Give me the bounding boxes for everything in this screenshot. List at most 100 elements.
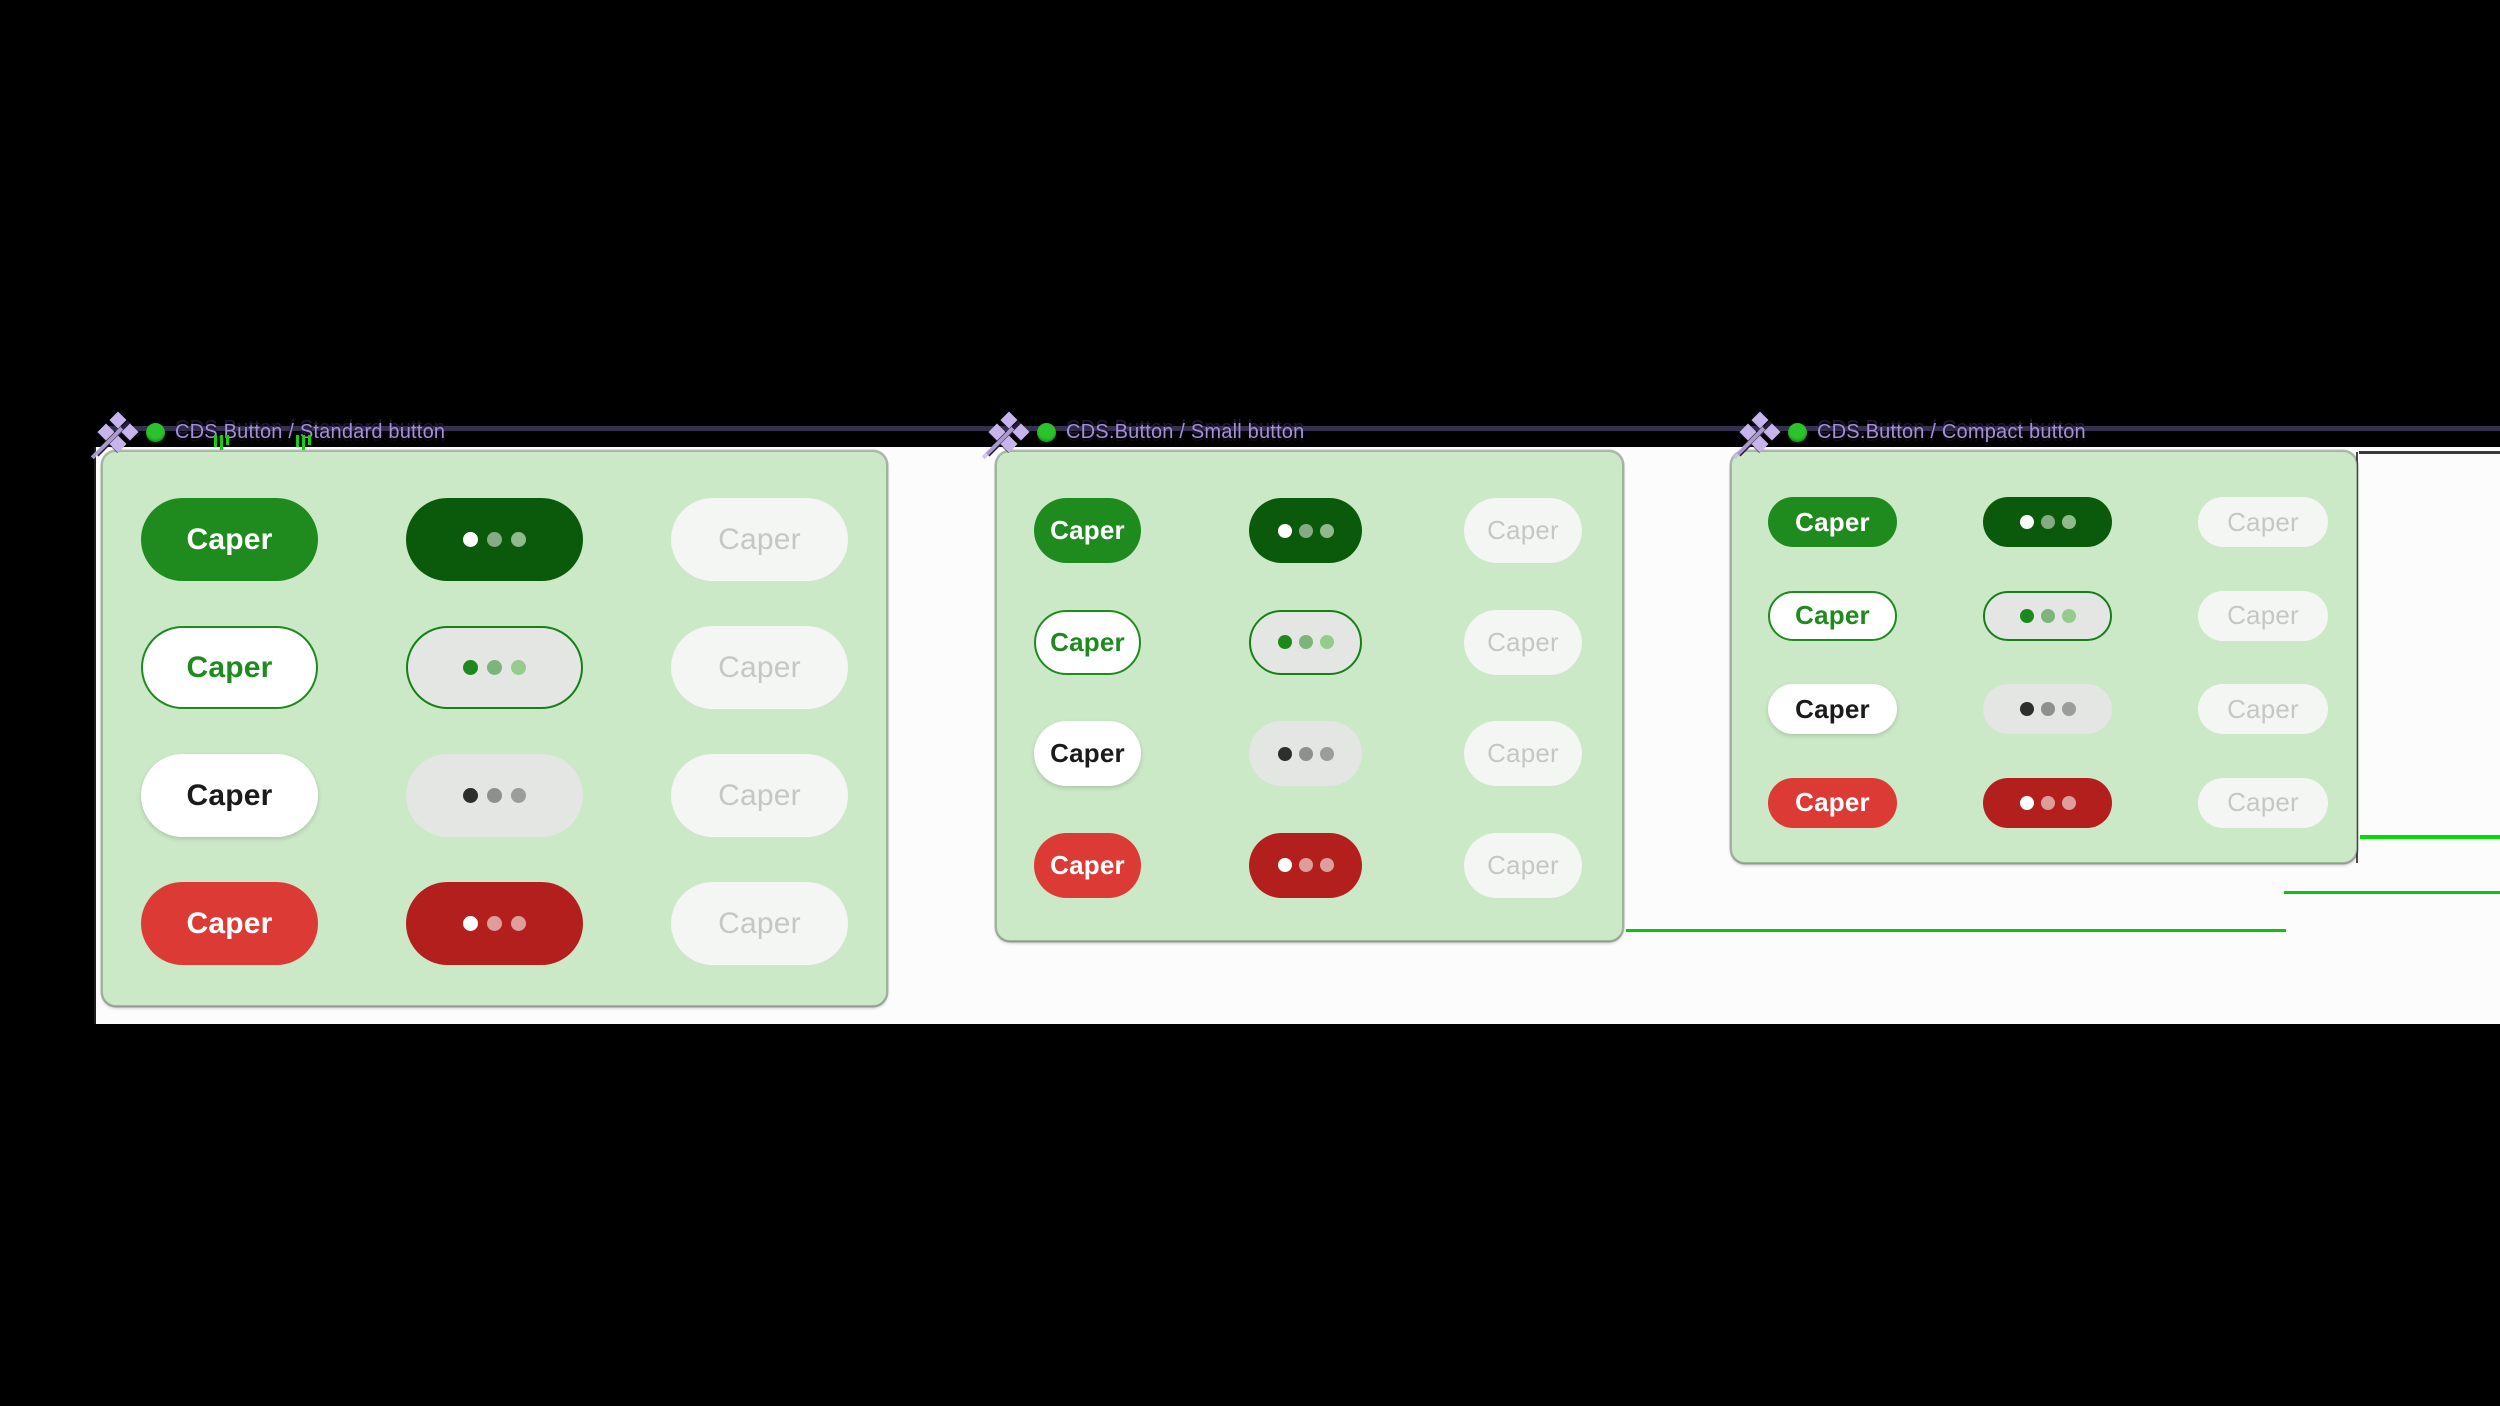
compact-destructive-disabled-button[interactable]: Caper (2198, 777, 2328, 828)
small-tertiary-loading-button[interactable] (1249, 721, 1362, 787)
standard-destructive-default-button[interactable]: Caper (141, 882, 318, 965)
frame-title-label: CDS.Button / Compact button (1817, 420, 2086, 443)
loading-dot (2019, 515, 2034, 529)
loading-dot (463, 916, 478, 931)
loading-dot (1277, 858, 1292, 873)
loading-dot (1277, 523, 1292, 538)
small-tertiary-default-button[interactable]: Caper (1034, 721, 1141, 787)
standard-tertiary-disabled-button[interactable]: Caper (671, 754, 848, 837)
loading-dot (1319, 523, 1334, 538)
compact-secondary-disabled-button[interactable]: Caper (2198, 590, 2328, 641)
loading-dot (2040, 702, 2055, 717)
standard-tertiary-default-button[interactable]: Caper (141, 754, 318, 837)
loading-dot (487, 532, 502, 547)
standard-destructive-disabled-button[interactable]: Caper (671, 882, 848, 965)
small-destructive-default-button[interactable]: Caper (1034, 832, 1141, 898)
component-diamond-icon (1739, 411, 1781, 453)
loading-dot (463, 788, 478, 803)
loading-dot (1298, 523, 1313, 538)
loading-dot (2061, 608, 2076, 623)
loading-dot (511, 788, 526, 803)
loading-dot (1319, 746, 1334, 761)
frame-title-small[interactable]: CDS.Button / Small button (988, 411, 1305, 453)
loading-dot (511, 532, 526, 547)
loading-dot (1277, 746, 1292, 761)
right-frame-left-edge (2356, 452, 2358, 863)
frame-title-label: CDS.Button / Small button (1066, 420, 1305, 443)
loading-dot (1319, 635, 1334, 650)
loading-dot (2019, 795, 2034, 810)
green-status-dot (1037, 422, 1056, 442)
loading-dot (1298, 858, 1313, 873)
loading-dot (2019, 702, 2034, 717)
component-diamond-icon (988, 411, 1030, 453)
standard-secondary-default-button[interactable]: Caper (141, 626, 318, 709)
loading-dot (2061, 702, 2076, 717)
compact-secondary-default-button[interactable]: Caper (1768, 590, 1897, 641)
glitch-tick (302, 435, 305, 450)
small-secondary-disabled-button[interactable]: Caper (1464, 609, 1582, 675)
component-diamond-icon (97, 411, 139, 453)
standard-secondary-loading-button[interactable] (406, 626, 583, 709)
green-guide-line (1626, 929, 2286, 932)
compact-primary-disabled-button[interactable]: Caper (2198, 497, 2328, 547)
compact-primary-default-button[interactable]: Caper (1768, 497, 1897, 547)
frame-title-compact[interactable]: CDS.Button / Compact button (1739, 411, 2086, 453)
frame-title-label: CDS.Button / Standard button (175, 420, 446, 443)
loading-dot (2040, 608, 2055, 623)
small-primary-loading-button[interactable] (1249, 498, 1362, 563)
frame-title-standard[interactable]: CDS.Button / Standard button (97, 411, 446, 453)
loading-dot (487, 916, 502, 931)
small-primary-default-button[interactable]: Caper (1034, 498, 1141, 563)
small-destructive-disabled-button[interactable]: Caper (1464, 832, 1582, 898)
loading-dot (511, 660, 526, 675)
compact-destructive-default-button[interactable]: Caper (1768, 777, 1897, 828)
green-guide-line (2360, 835, 2500, 839)
glitch-tick (308, 435, 311, 445)
small-primary-disabled-button[interactable]: Caper (1464, 498, 1582, 563)
loading-dot (487, 788, 502, 803)
loading-dot (1319, 858, 1334, 873)
loading-dot (463, 532, 478, 547)
loading-dot (2040, 795, 2055, 810)
compact-primary-loading-button[interactable] (1983, 497, 2112, 547)
loading-dot (487, 660, 502, 675)
standard-destructive-loading-button[interactable] (406, 882, 583, 965)
small-destructive-loading-button[interactable] (1249, 832, 1362, 898)
frame-title-underline (106, 426, 2500, 431)
small-tertiary-disabled-button[interactable]: Caper (1464, 721, 1582, 787)
compact-secondary-loading-button[interactable] (1983, 590, 2112, 641)
glitch-tick (214, 435, 217, 447)
green-guide-line (2284, 891, 2500, 894)
compact-tertiary-disabled-button[interactable]: Caper (2198, 684, 2328, 735)
standard-primary-loading-button[interactable] (406, 498, 583, 581)
loading-dot (1298, 746, 1313, 761)
compact-tertiary-default-button[interactable]: Caper (1768, 684, 1897, 735)
standard-tertiary-loading-button[interactable] (406, 754, 583, 837)
loading-dot (2061, 795, 2076, 810)
loading-dot (2040, 515, 2055, 529)
standard-secondary-disabled-button[interactable]: Caper (671, 626, 848, 709)
compact-tertiary-loading-button[interactable] (1983, 684, 2112, 735)
loading-dot (2019, 608, 2034, 623)
loading-dot (511, 916, 526, 931)
green-status-dot (146, 422, 165, 442)
glitch-tick (226, 435, 229, 445)
small-secondary-loading-button[interactable] (1249, 609, 1362, 675)
glitch-tick (220, 435, 223, 450)
compact-destructive-loading-button[interactable] (1983, 777, 2112, 828)
right-frame-top-edge (2359, 451, 2500, 454)
loading-dot (1298, 635, 1313, 650)
green-status-dot (1788, 422, 1807, 442)
standard-primary-disabled-button[interactable]: Caper (671, 498, 848, 581)
loading-dot (2061, 515, 2076, 529)
standard-primary-default-button[interactable]: Caper (141, 498, 318, 581)
small-secondary-default-button[interactable]: Caper (1034, 609, 1141, 675)
